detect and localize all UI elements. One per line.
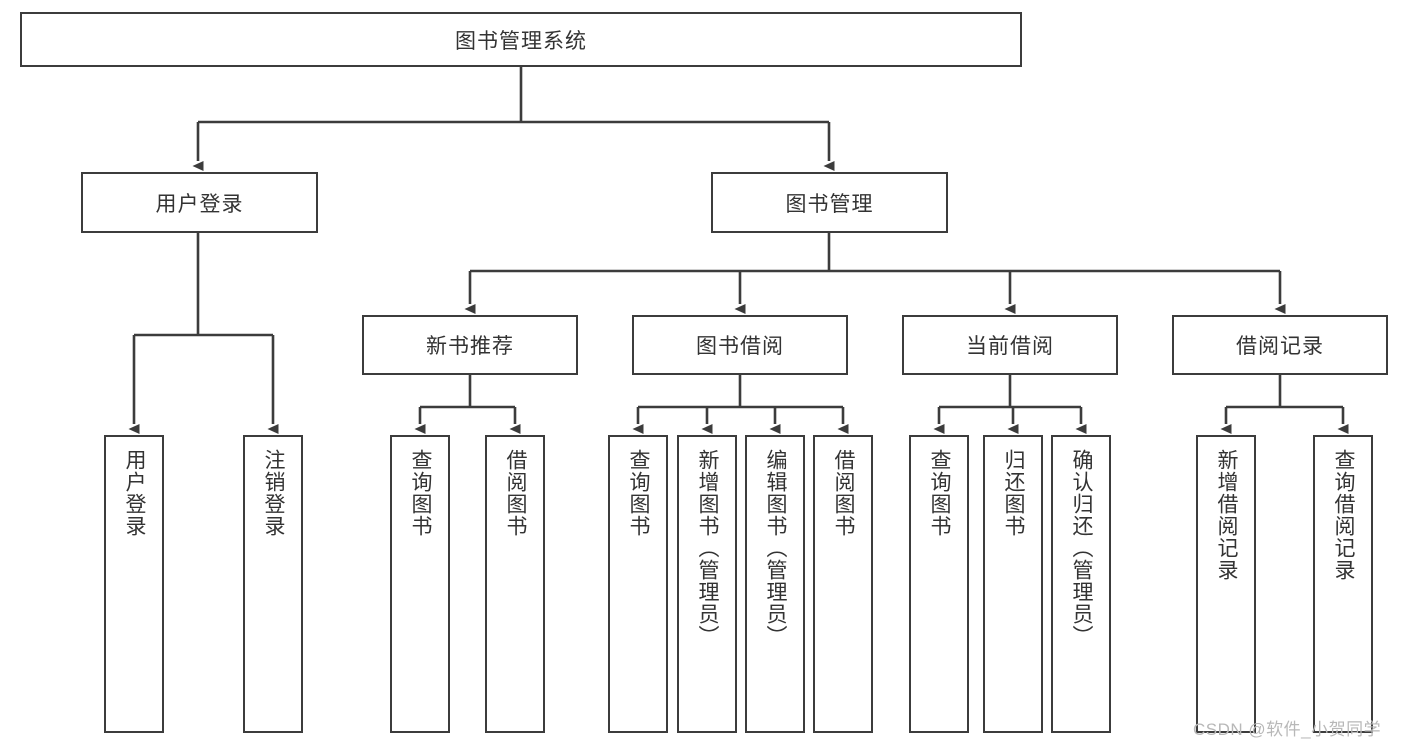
node-current-borrow[interactable]: 当前借阅 [902,315,1118,375]
leaf-bb-edit-book[interactable]: 编辑图书（管理员） [745,435,805,733]
leaf-bb-edit-book-label: 编辑图书（管理员） [763,449,787,647]
leaf-bb-borrow-book-label: 借阅图书 [831,449,855,537]
node-user-login[interactable]: 用户登录 [81,172,318,233]
node-book-borrow[interactable]: 图书借阅 [632,315,848,375]
node-user-login-label: 用户登录 [155,192,244,216]
leaf-user-login[interactable]: 用户登录 [104,435,164,733]
leaf-bb-add-book[interactable]: 新增图书（管理员） [677,435,737,733]
leaf-cb-confirm-return[interactable]: 确认归还（管理员） [1051,435,1111,733]
node-root[interactable]: 图书管理系统 [20,12,1022,67]
node-new-book-recommend-label: 新书推荐 [426,335,514,358]
node-book-management[interactable]: 图书管理 [711,172,948,233]
leaf-nbr-borrow-book-label: 借阅图书 [503,449,527,537]
leaf-bb-query-book[interactable]: 查询图书 [608,435,668,733]
leaf-bb-borrow-book[interactable]: 借阅图书 [813,435,873,733]
leaf-br-query-record[interactable]: 查询借阅记录 [1313,435,1373,733]
node-root-label: 图书管理系统 [455,29,587,53]
node-current-borrow-label: 当前借阅 [966,335,1054,358]
node-book-borrow-label: 图书借阅 [696,335,784,358]
leaf-br-add-record-label: 新增借阅记录 [1214,449,1238,581]
leaf-nbr-borrow-book[interactable]: 借阅图书 [485,435,545,733]
leaf-cb-confirm-return-label: 确认归还（管理员） [1069,449,1093,647]
leaf-nbr-query-book-label: 查询图书 [408,449,432,537]
watermark: CSDN @软件_小贺同学 [1193,720,1382,739]
leaf-logout[interactable]: 注销登录 [243,435,303,733]
leaf-cb-return-book-label: 归还图书 [1001,449,1025,537]
leaf-cb-query-book[interactable]: 查询图书 [909,435,969,733]
leaf-bb-add-book-label: 新增图书（管理员） [695,449,719,647]
leaf-nbr-query-book[interactable]: 查询图书 [390,435,450,733]
node-new-book-recommend[interactable]: 新书推荐 [362,315,578,375]
leaf-cb-query-book-label: 查询图书 [927,449,951,537]
leaf-user-login-label: 用户登录 [122,449,146,537]
node-borrow-record-label: 借阅记录 [1236,335,1324,358]
leaf-br-add-record[interactable]: 新增借阅记录 [1196,435,1256,733]
node-book-management-label: 图书管理 [785,192,874,216]
node-borrow-record[interactable]: 借阅记录 [1172,315,1388,375]
leaf-cb-return-book[interactable]: 归还图书 [983,435,1043,733]
leaf-bb-query-book-label: 查询图书 [626,449,650,537]
leaf-br-query-record-label: 查询借阅记录 [1331,449,1355,581]
leaf-logout-label: 注销登录 [261,449,285,537]
